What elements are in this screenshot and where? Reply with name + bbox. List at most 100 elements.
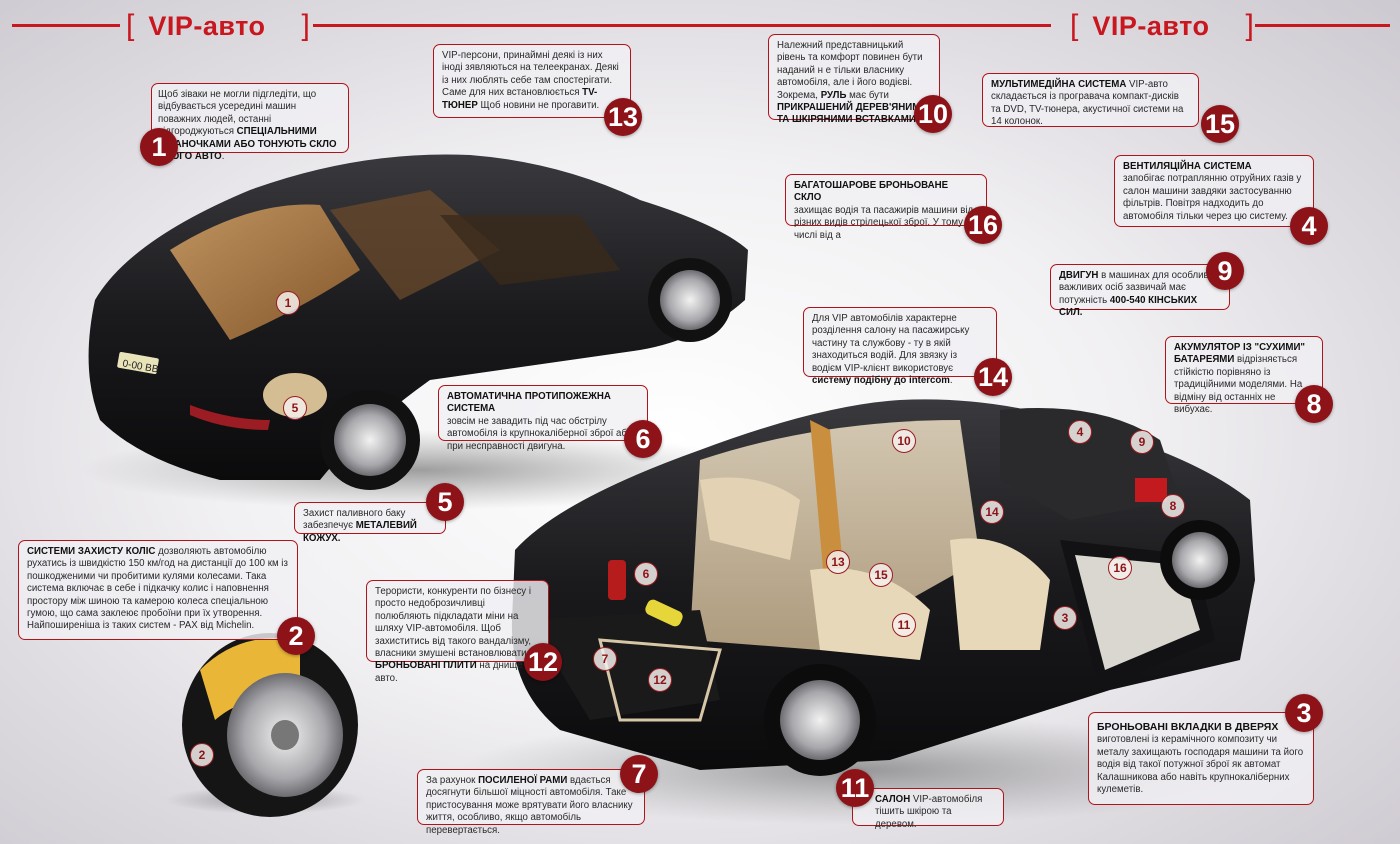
header-rule-right-outer	[1255, 24, 1390, 27]
note-13: VIP-персони, принаймні деякі із них інод…	[433, 44, 631, 118]
note-emphasis: ВЕНТИЛЯЦІЙНА СИСТЕМА	[1123, 161, 1252, 172]
note-text: VIP-персони, принаймні деякі із них інод…	[442, 50, 619, 99]
note-emphasis: систему подібну до intercom	[812, 375, 950, 387]
marker-15: 15	[869, 563, 893, 587]
marker-9: 9	[1130, 430, 1154, 454]
header-title-right: [ VIP-авто ]	[1070, 8, 1254, 44]
note-emphasis: СПЕЦІАЛЬНИМИ ФІРАНОЧКАМИ АБО ТОНУЮТЬ СКЛ…	[158, 126, 337, 163]
note-emphasis: МЕТАЛЕВИЙ КОЖУХ.	[303, 520, 417, 544]
marker-11: 11	[892, 613, 916, 637]
note-16: БАГАТОШАРОВЕ БРОНЬОВАНЕ СКЛО захищає вод…	[785, 174, 987, 241]
marker-16: 16	[1108, 556, 1132, 580]
badge-12: 12	[524, 643, 562, 681]
note-text: на днище авто.	[375, 660, 523, 684]
note-text: За рахунок	[426, 775, 479, 786]
note-10: Належний представницький рівень та комфо…	[768, 34, 940, 125]
note-emphasis: TV-ТЮНЕР	[442, 87, 598, 111]
note-emphasis: БРОНЬОВАНІ ПЛИТИ	[375, 660, 477, 672]
note-1: Щоб зіваки не могли підгледіти, що відбу…	[151, 83, 349, 162]
note-8: АКУМУЛЯТОР ІЗ "СУХИМИ" БАТАРЕЯМИ відрізн…	[1165, 336, 1323, 415]
note-text: відрізняється стійкістю порівняно із тра…	[1174, 354, 1303, 416]
note-text: Захист паливного баку забезпечує	[303, 508, 406, 532]
note-text: запобігає потраплянню отруйних газів у с…	[1123, 173, 1302, 222]
note-text: Терористи, конкуренти по бізнесу і прост…	[375, 586, 532, 660]
note-emphasis: МУЛЬТИМЕДІЙНА СИСТЕМА	[991, 79, 1127, 90]
marker-1: 1	[276, 291, 300, 315]
marker-4: 4	[1068, 420, 1092, 444]
note-emphasis: РУЛЬ	[820, 89, 847, 101]
car-top-view-left: 0-00 BB	[80, 154, 760, 510]
marker-13: 13	[826, 550, 850, 574]
marker-12: 12	[648, 668, 672, 692]
badge-6: 6	[624, 420, 662, 458]
badge-4: 4	[1290, 207, 1328, 245]
bracket-open: [	[126, 9, 135, 42]
note-text: захищає водія та пасажирів машини від рі…	[794, 204, 974, 241]
badge-11: 11	[836, 769, 874, 807]
title-left: VIP-авто	[148, 10, 266, 41]
note-emphasis: ПРИКРАШЕНИЙ ДЕРЕВ'ЯНИМИ ТА ШКІРЯНИМИ ВСТ…	[777, 102, 928, 126]
marker-14: 14	[980, 500, 1004, 524]
note-text: дозволяють автомобілю рухатись із швидкі…	[27, 546, 288, 632]
note-text: виготовлені із керамічного композиту чи …	[1097, 734, 1304, 796]
badge-7: 7	[620, 755, 658, 793]
note-6: АВТОМАТИЧНА ПРОТИПОЖЕЖНА СИСТЕМА зовсім …	[438, 385, 648, 452]
header-title-left: [ VIP-авто ]	[126, 8, 310, 44]
tire-cutaway	[165, 633, 365, 817]
note-5: Захист паливного баку забезпечує МЕТАЛЕВ…	[294, 502, 446, 544]
note-text: Належний представницький рівень та комфо…	[777, 40, 923, 101]
marker-10: 10	[892, 429, 916, 453]
note-text: зовсім не завадить під час обстрілу авто…	[447, 415, 633, 452]
title-right: VIP-авто	[1092, 10, 1210, 41]
note-emphasis: ПОСИЛЕНОЇ РАМИ	[478, 775, 568, 786]
note-text: Щоб новини не прогавити.	[480, 99, 600, 111]
note-emphasis: САЛОН	[875, 794, 911, 805]
note-12: Терористи, конкуренти по бізнесу і прост…	[366, 580, 549, 684]
badge-15: 15	[1201, 105, 1239, 143]
note-text: в машинах для особливо важливих осіб заз…	[1059, 270, 1214, 306]
note-emphasis: ДВИГУН	[1059, 270, 1099, 281]
note-emphasis: СИСТЕМИ ЗАХИСТУ КОЛІС	[27, 546, 156, 557]
note-text: Для VIP автомобілів характерне розділенн…	[812, 313, 970, 374]
marker-3: 3	[1053, 606, 1077, 630]
note-emphasis: 400-540 КІНСЬКИХ СИЛ.	[1059, 294, 1198, 319]
note-emphasis: БАГАТОШАРОВЕ БРОНЬОВАНЕ СКЛО	[794, 180, 949, 204]
note-11: САЛОН VIP-автомобіля тішить шкірою та де…	[852, 788, 1004, 830]
note-3: БРОНЬОВАНІ ВКЛАДКИ В ДВЕРЯХ виготовлені …	[1088, 712, 1314, 805]
note-text: .	[221, 151, 225, 163]
note-emphasis: БРОНЬОВАНІ ВКЛАДКИ В ДВЕРЯХ	[1097, 721, 1279, 733]
bracket-open: [	[1070, 9, 1079, 42]
badge-13: 13	[604, 98, 642, 136]
badge-5: 5	[426, 483, 464, 521]
header-rule-left-outer	[12, 24, 120, 27]
marker-5: 5	[283, 396, 307, 420]
marker-8: 8	[1161, 494, 1185, 518]
badge-2: 2	[277, 617, 315, 655]
badge-16: 16	[964, 206, 1002, 244]
note-emphasis: АКУМУЛЯТОР ІЗ "СУХИМИ" БАТАРЕЯМИ	[1174, 342, 1306, 366]
badge-8: 8	[1295, 385, 1333, 423]
note-text: VIP-авто складається із програвача компа…	[991, 79, 1184, 128]
bracket-close: ]	[301, 9, 310, 42]
badge-3: 3	[1285, 694, 1323, 732]
header-rule-center	[313, 24, 1051, 27]
note-text: .	[949, 375, 953, 387]
badge-10: 10	[914, 95, 952, 133]
note-text: вдається досягнути більшої міцності авто…	[426, 775, 633, 836]
note-9: ДВИГУН в машинах для особливо важливих о…	[1050, 264, 1230, 318]
note-14: Для VIP автомобілів характерне розділенн…	[803, 307, 997, 386]
note-4: ВЕНТИЛЯЦІЙНА СИСТЕМА запобігає потраплян…	[1114, 155, 1314, 227]
note-text: VIP-автомобіля тішить шкірою та деревом.	[875, 794, 983, 830]
badge-1: 1	[140, 128, 178, 166]
note-emphasis: АВТОМАТИЧНА ПРОТИПОЖЕЖНА СИСТЕМА	[447, 391, 611, 415]
marker-6: 6	[634, 562, 658, 586]
note-text: Щоб зіваки не могли підгледіти, що відбу…	[158, 89, 317, 138]
note-7: За рахунок ПОСИЛЕНОЇ РАМИ вдається досяг…	[417, 769, 645, 836]
badge-14: 14	[974, 358, 1012, 396]
note-15: МУЛЬТИМЕДІЙНА СИСТЕМА VIP-авто складаєть…	[982, 73, 1199, 127]
marker-2: 2	[190, 743, 214, 767]
note-text: має бути	[846, 89, 889, 101]
note-2: СИСТЕМИ ЗАХИСТУ КОЛІС дозволяють автомоб…	[18, 540, 298, 640]
bracket-close: ]	[1245, 9, 1254, 42]
